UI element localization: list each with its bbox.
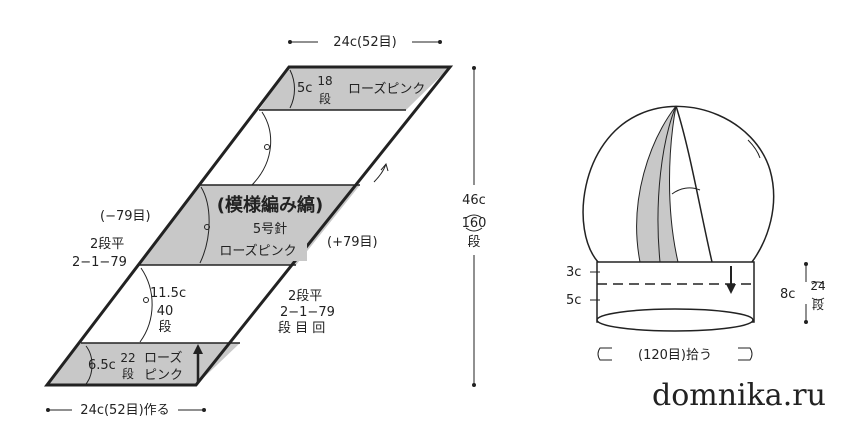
middle-band-color: ローズピンク (219, 243, 296, 259)
left-stitch-label: (−79目) (100, 209, 151, 224)
middle-size: 11.5c (150, 286, 186, 301)
hat-crown (582, 105, 775, 263)
height-dimension (465, 66, 483, 387)
top-width-label: 24c(52目) (333, 35, 396, 50)
pattern-piece (43, 65, 454, 387)
right-increase-3: 段 目 回 (278, 321, 325, 336)
pickup-label: (120目)拾う (638, 348, 712, 363)
middle-rows-unit: 段 (158, 320, 171, 335)
pattern-outline (43, 65, 454, 387)
top-band-rows-unit: 段 (319, 91, 331, 106)
left-decrease-1: 2段平 (90, 237, 124, 252)
bottom-band-color-1: ローズ (144, 350, 182, 366)
middle-band-title: (模様編み縞) (217, 194, 323, 216)
brim-height-label: 8c (780, 287, 795, 302)
hat-illustration (582, 105, 825, 361)
middle-rows: 40 (157, 304, 174, 319)
bottom-band-size: 6.5c (88, 358, 116, 373)
brim-upper-label: 3c (566, 265, 581, 280)
right-increase-2: 2−1−79 (280, 305, 335, 320)
top-band-color: ローズピンク (348, 81, 425, 97)
top-band-rows: 18 (317, 74, 332, 88)
right-increase-1: 2段平 (288, 289, 322, 304)
bottom-band-color-2: ピンク (144, 368, 183, 383)
height-cm: 46c (462, 193, 486, 208)
left-decrease-2: 2−1−79 (72, 255, 127, 270)
bottom-dimension (46, 408, 206, 412)
hat-opening (596, 308, 754, 332)
top-dimension (288, 40, 442, 44)
brim-rows-label: 24 (810, 279, 825, 293)
brim-rows-unit: 段 (812, 297, 824, 312)
bottom-band (47, 343, 240, 385)
brim-lower-label: 5c (566, 293, 581, 308)
top-band-size: 5c (297, 81, 312, 96)
bottom-band-rows-unit: 段 (122, 366, 134, 381)
bottom-band-rows: 22 (120, 351, 135, 365)
height-rows-unit: 段 (467, 235, 480, 250)
middle-band-needle: 5号針 (253, 222, 287, 237)
height-rows: 160 (462, 216, 487, 231)
watermark: domnika.ru (652, 378, 826, 413)
right-stitch-label: (+79目) (327, 235, 378, 250)
bottom-width-label: 24c(52目)作る (80, 403, 169, 418)
top-band (259, 67, 450, 110)
